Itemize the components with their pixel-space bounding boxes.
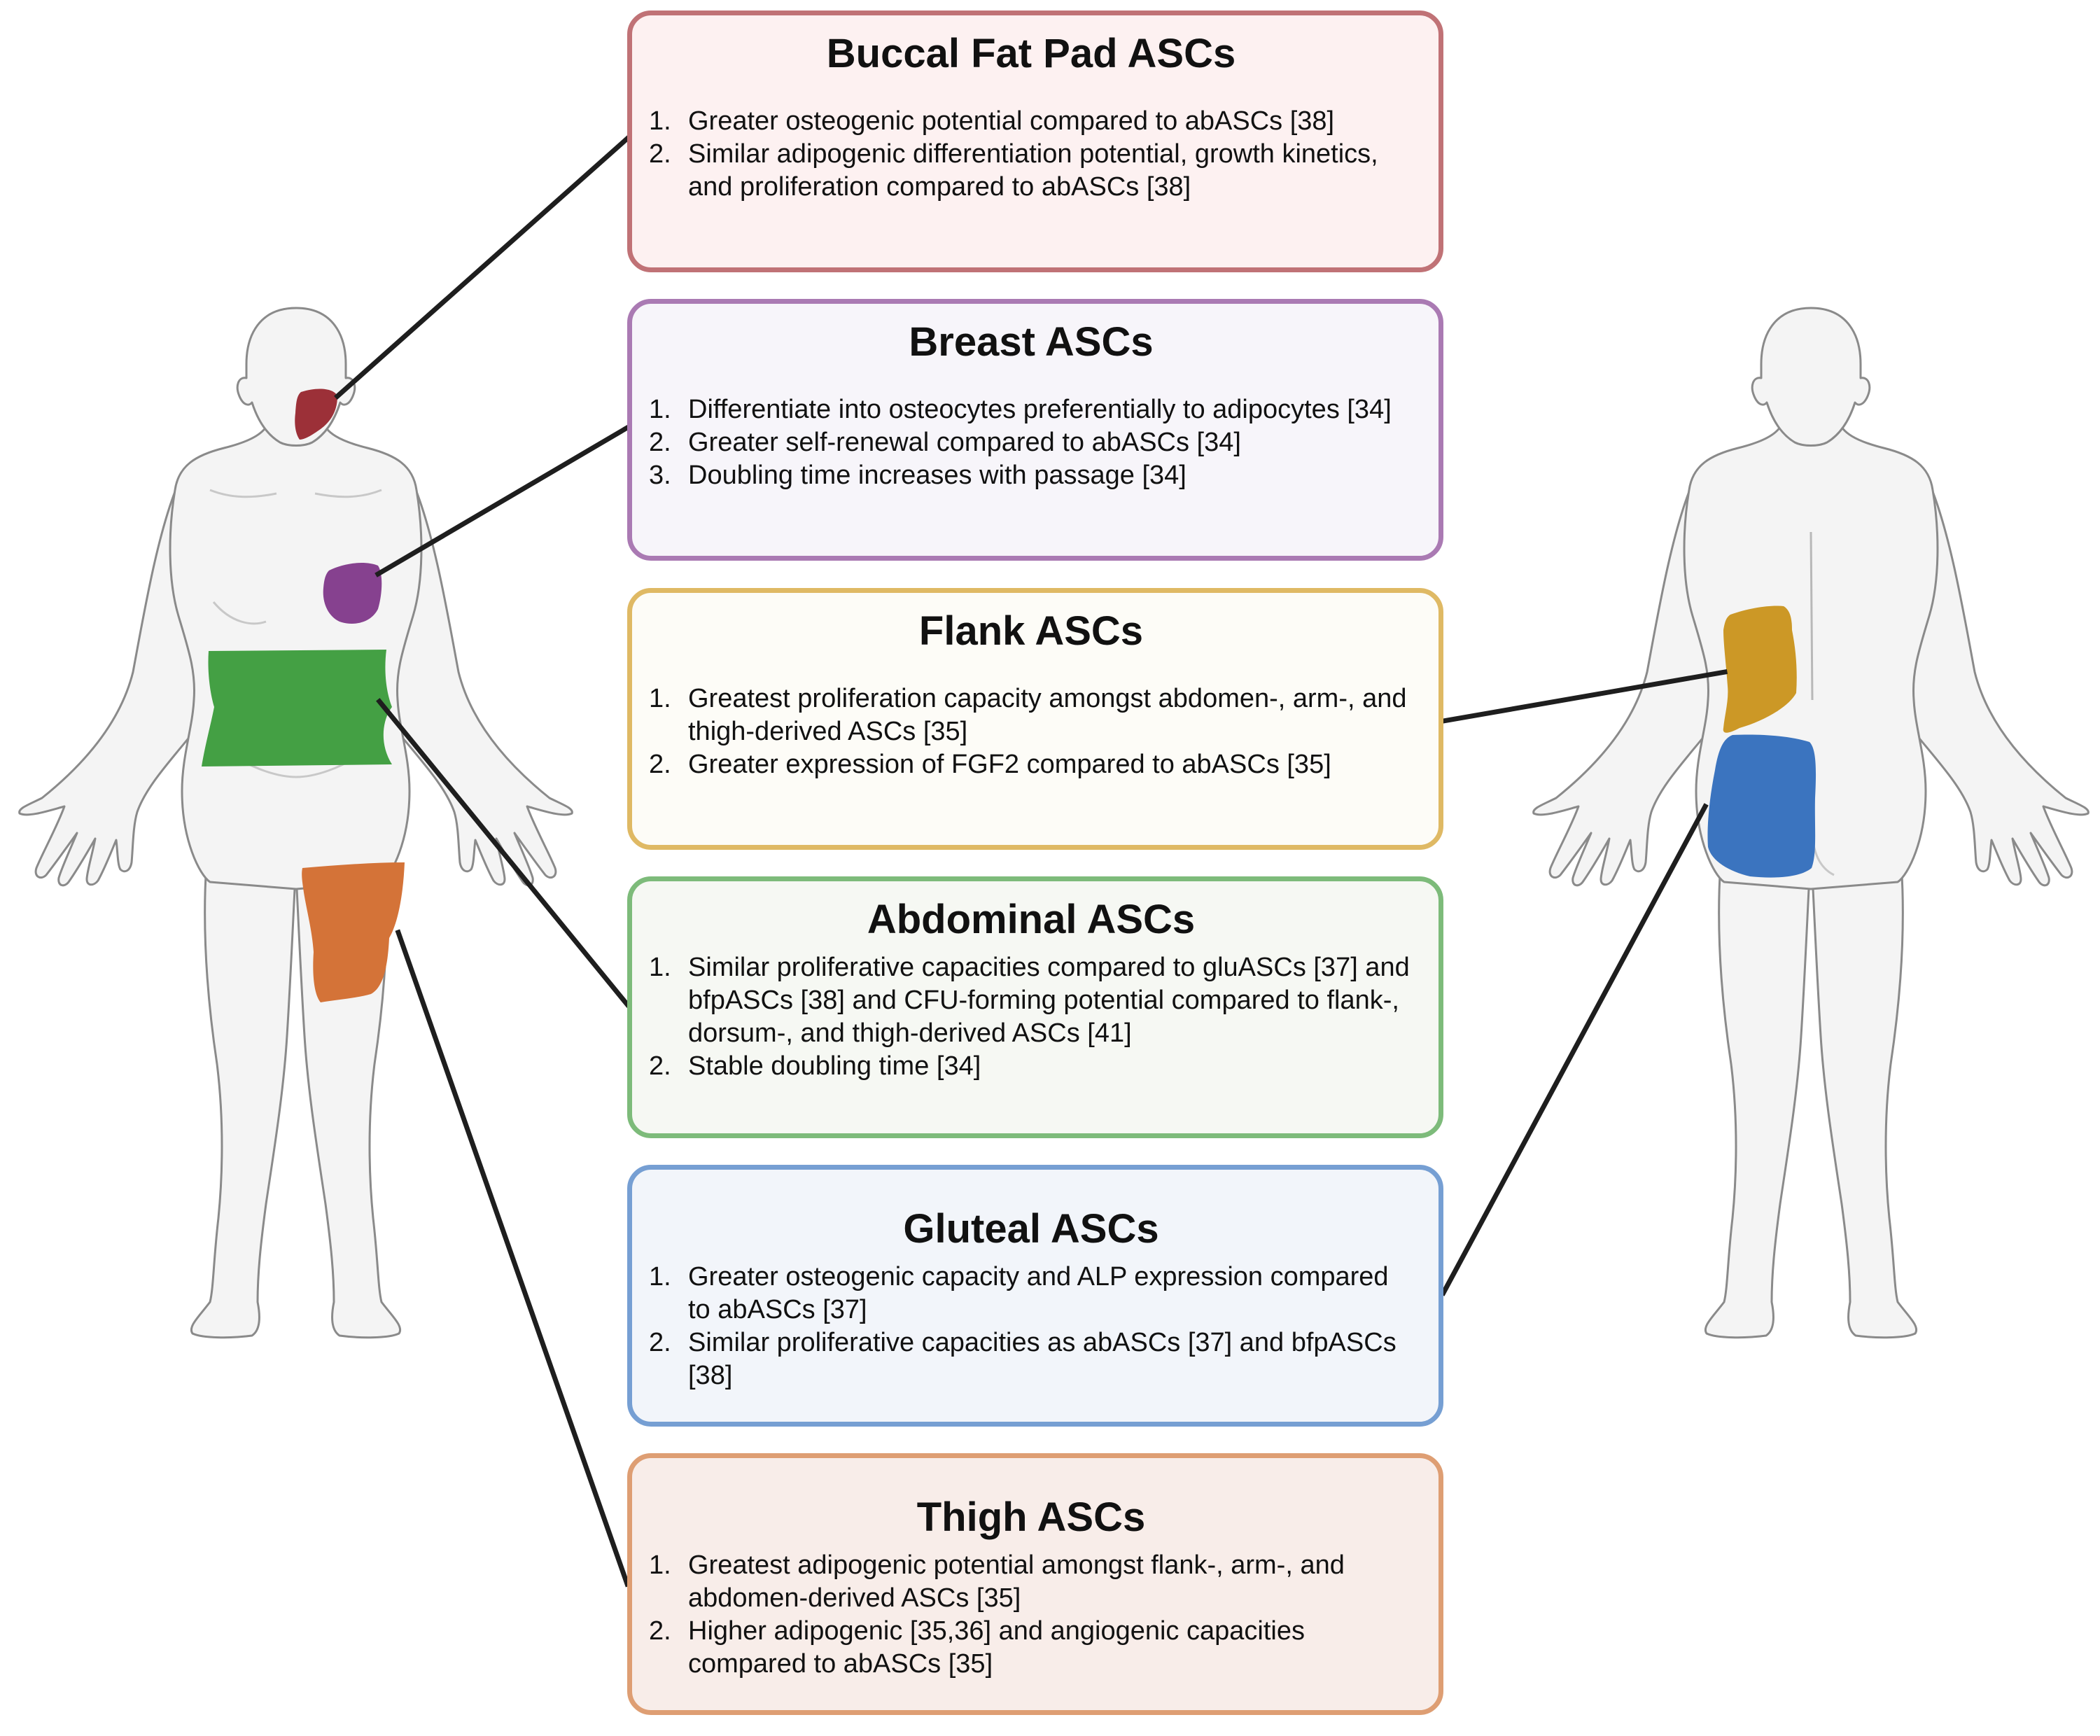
abdominal-region xyxy=(202,650,392,766)
connector-flank xyxy=(1440,668,1728,724)
finding-list: 1. Greatest proliferation capacity amongs… xyxy=(649,682,1413,781)
finding-item: 2. Higher adipogenic [35,36] and angiogen… xyxy=(649,1615,1413,1681)
thigh-info-box: Thigh ASCs 1. Greatest adipogenic potenti… xyxy=(627,1453,1443,1715)
finding-item: 1. Greatest proliferation capacity amongs… xyxy=(649,682,1413,748)
finding-item: 2. Similar proliferative capacities as ab… xyxy=(649,1326,1413,1392)
finding-item: 1. Greater osteogenic capacity and ALP ex… xyxy=(649,1261,1413,1326)
finding-item: 1. Similar proliferative capacities compa… xyxy=(649,951,1413,1050)
back-head xyxy=(1751,307,1871,447)
abdominal-info-box: Abdominal ASCs 1. Similar proliferative c… xyxy=(627,876,1443,1138)
finding-list: 1. Greater osteogenic potential compared … xyxy=(649,105,1413,204)
item-text: Similar proliferative capacities as abAS… xyxy=(688,1328,1396,1390)
item-number: 1. xyxy=(649,953,671,982)
item-number: 2. xyxy=(649,428,671,457)
finding-item: 2. Similar adipogenic differentiation pot… xyxy=(649,138,1413,204)
item-number: 1. xyxy=(649,1550,671,1580)
front-body-figure xyxy=(18,307,573,1339)
item-text: Greater osteogenic potential compared to… xyxy=(688,106,1335,136)
back-body-figure xyxy=(1532,307,2090,1339)
connector-thigh xyxy=(395,929,631,1588)
gluteal-region xyxy=(1707,734,1816,878)
back-right-leg xyxy=(1811,825,1918,1339)
finding-item: 2. Stable doubling time [34] xyxy=(649,1050,1413,1083)
connector-breast xyxy=(374,424,631,578)
item-text: Greater expression of FGF2 compared to a… xyxy=(688,750,1331,779)
finding-item: 1. Differentiate into osteocytes preferen… xyxy=(649,393,1413,426)
item-number: 2. xyxy=(649,1616,671,1646)
finding-item: 2. Greater expression of FGF2 compared to… xyxy=(649,748,1413,781)
finding-list: 1. Greatest adipogenic potential amongst … xyxy=(649,1549,1413,1681)
front-left-leg xyxy=(190,825,297,1339)
flank-info-box: Flank ASCs 1. Greatest proliferation capa… xyxy=(627,588,1443,850)
finding-list: 1. Greater osteogenic capacity and ALP ex… xyxy=(649,1261,1413,1392)
item-text: Similar adipogenic differentiation poten… xyxy=(688,139,1378,202)
connector-gluteal xyxy=(1440,803,1709,1296)
box-title: Buccal Fat Pad ASCs xyxy=(826,31,1236,76)
item-text: Greatest adipogenic potential amongst fl… xyxy=(688,1550,1345,1613)
breast-region xyxy=(323,563,382,624)
item-number: 1. xyxy=(649,1262,671,1292)
finding-item: 2. Greater self-renewal compared to abASC… xyxy=(649,426,1413,459)
item-number: 2. xyxy=(649,1328,671,1357)
flank-region xyxy=(1723,606,1797,733)
finding-item: 3. Doubling time increases with passage [… xyxy=(649,459,1413,492)
item-text: Differentiate into osteocytes preferenti… xyxy=(688,395,1392,424)
item-text: Higher adipogenic [35,36] and angiogenic… xyxy=(688,1616,1305,1679)
item-text: Similar proliferative capacities compare… xyxy=(688,953,1410,1048)
item-number: 1. xyxy=(649,106,671,136)
item-number: 1. xyxy=(649,684,671,713)
item-number: 2. xyxy=(649,750,671,779)
finding-item: 1. Greater osteogenic potential compared … xyxy=(649,105,1413,138)
box-title: Abdominal ASCs xyxy=(867,897,1196,942)
item-text: Greatest proliferation capacity amongst … xyxy=(688,684,1407,746)
item-text: Greater osteogenic capacity and ALP expr… xyxy=(688,1262,1389,1324)
finding-list: 1. Similar proliferative capacities compa… xyxy=(649,951,1413,1083)
box-title: Flank ASCs xyxy=(918,608,1144,654)
buccal-fat-pad-region xyxy=(295,388,337,440)
breast-info-box: Breast ASCs 1. Differentiate into osteocy… xyxy=(627,299,1443,561)
item-number: 1. xyxy=(649,395,671,424)
buccal-fat-pad-info-box: Buccal Fat Pad ASCs 1. Greater osteogenic… xyxy=(627,10,1443,272)
item-number: 3. xyxy=(649,461,671,490)
item-number: 2. xyxy=(649,139,671,169)
item-text: Doubling time increases with passage [34… xyxy=(688,461,1186,490)
item-number: 2. xyxy=(649,1051,671,1081)
gluteal-info-box: Gluteal ASCs 1. Greater osteogenic capaci… xyxy=(627,1165,1443,1427)
connector-buccal xyxy=(334,135,631,400)
box-title: Gluteal ASCs xyxy=(903,1206,1159,1252)
box-title: Breast ASCs xyxy=(909,319,1154,365)
connector-abdominal xyxy=(376,698,631,1008)
item-text: Greater self-renewal compared to abASCs … xyxy=(688,428,1241,457)
item-text: Stable doubling time [34] xyxy=(688,1051,981,1081)
back-left-leg xyxy=(1704,825,1811,1339)
box-title: Thigh ASCs xyxy=(916,1494,1146,1540)
front-torso xyxy=(169,391,423,890)
finding-item: 1. Greatest adipogenic potential amongst … xyxy=(649,1549,1413,1615)
thigh-region xyxy=(302,862,405,1002)
finding-list: 1. Differentiate into osteocytes preferen… xyxy=(649,393,1413,492)
